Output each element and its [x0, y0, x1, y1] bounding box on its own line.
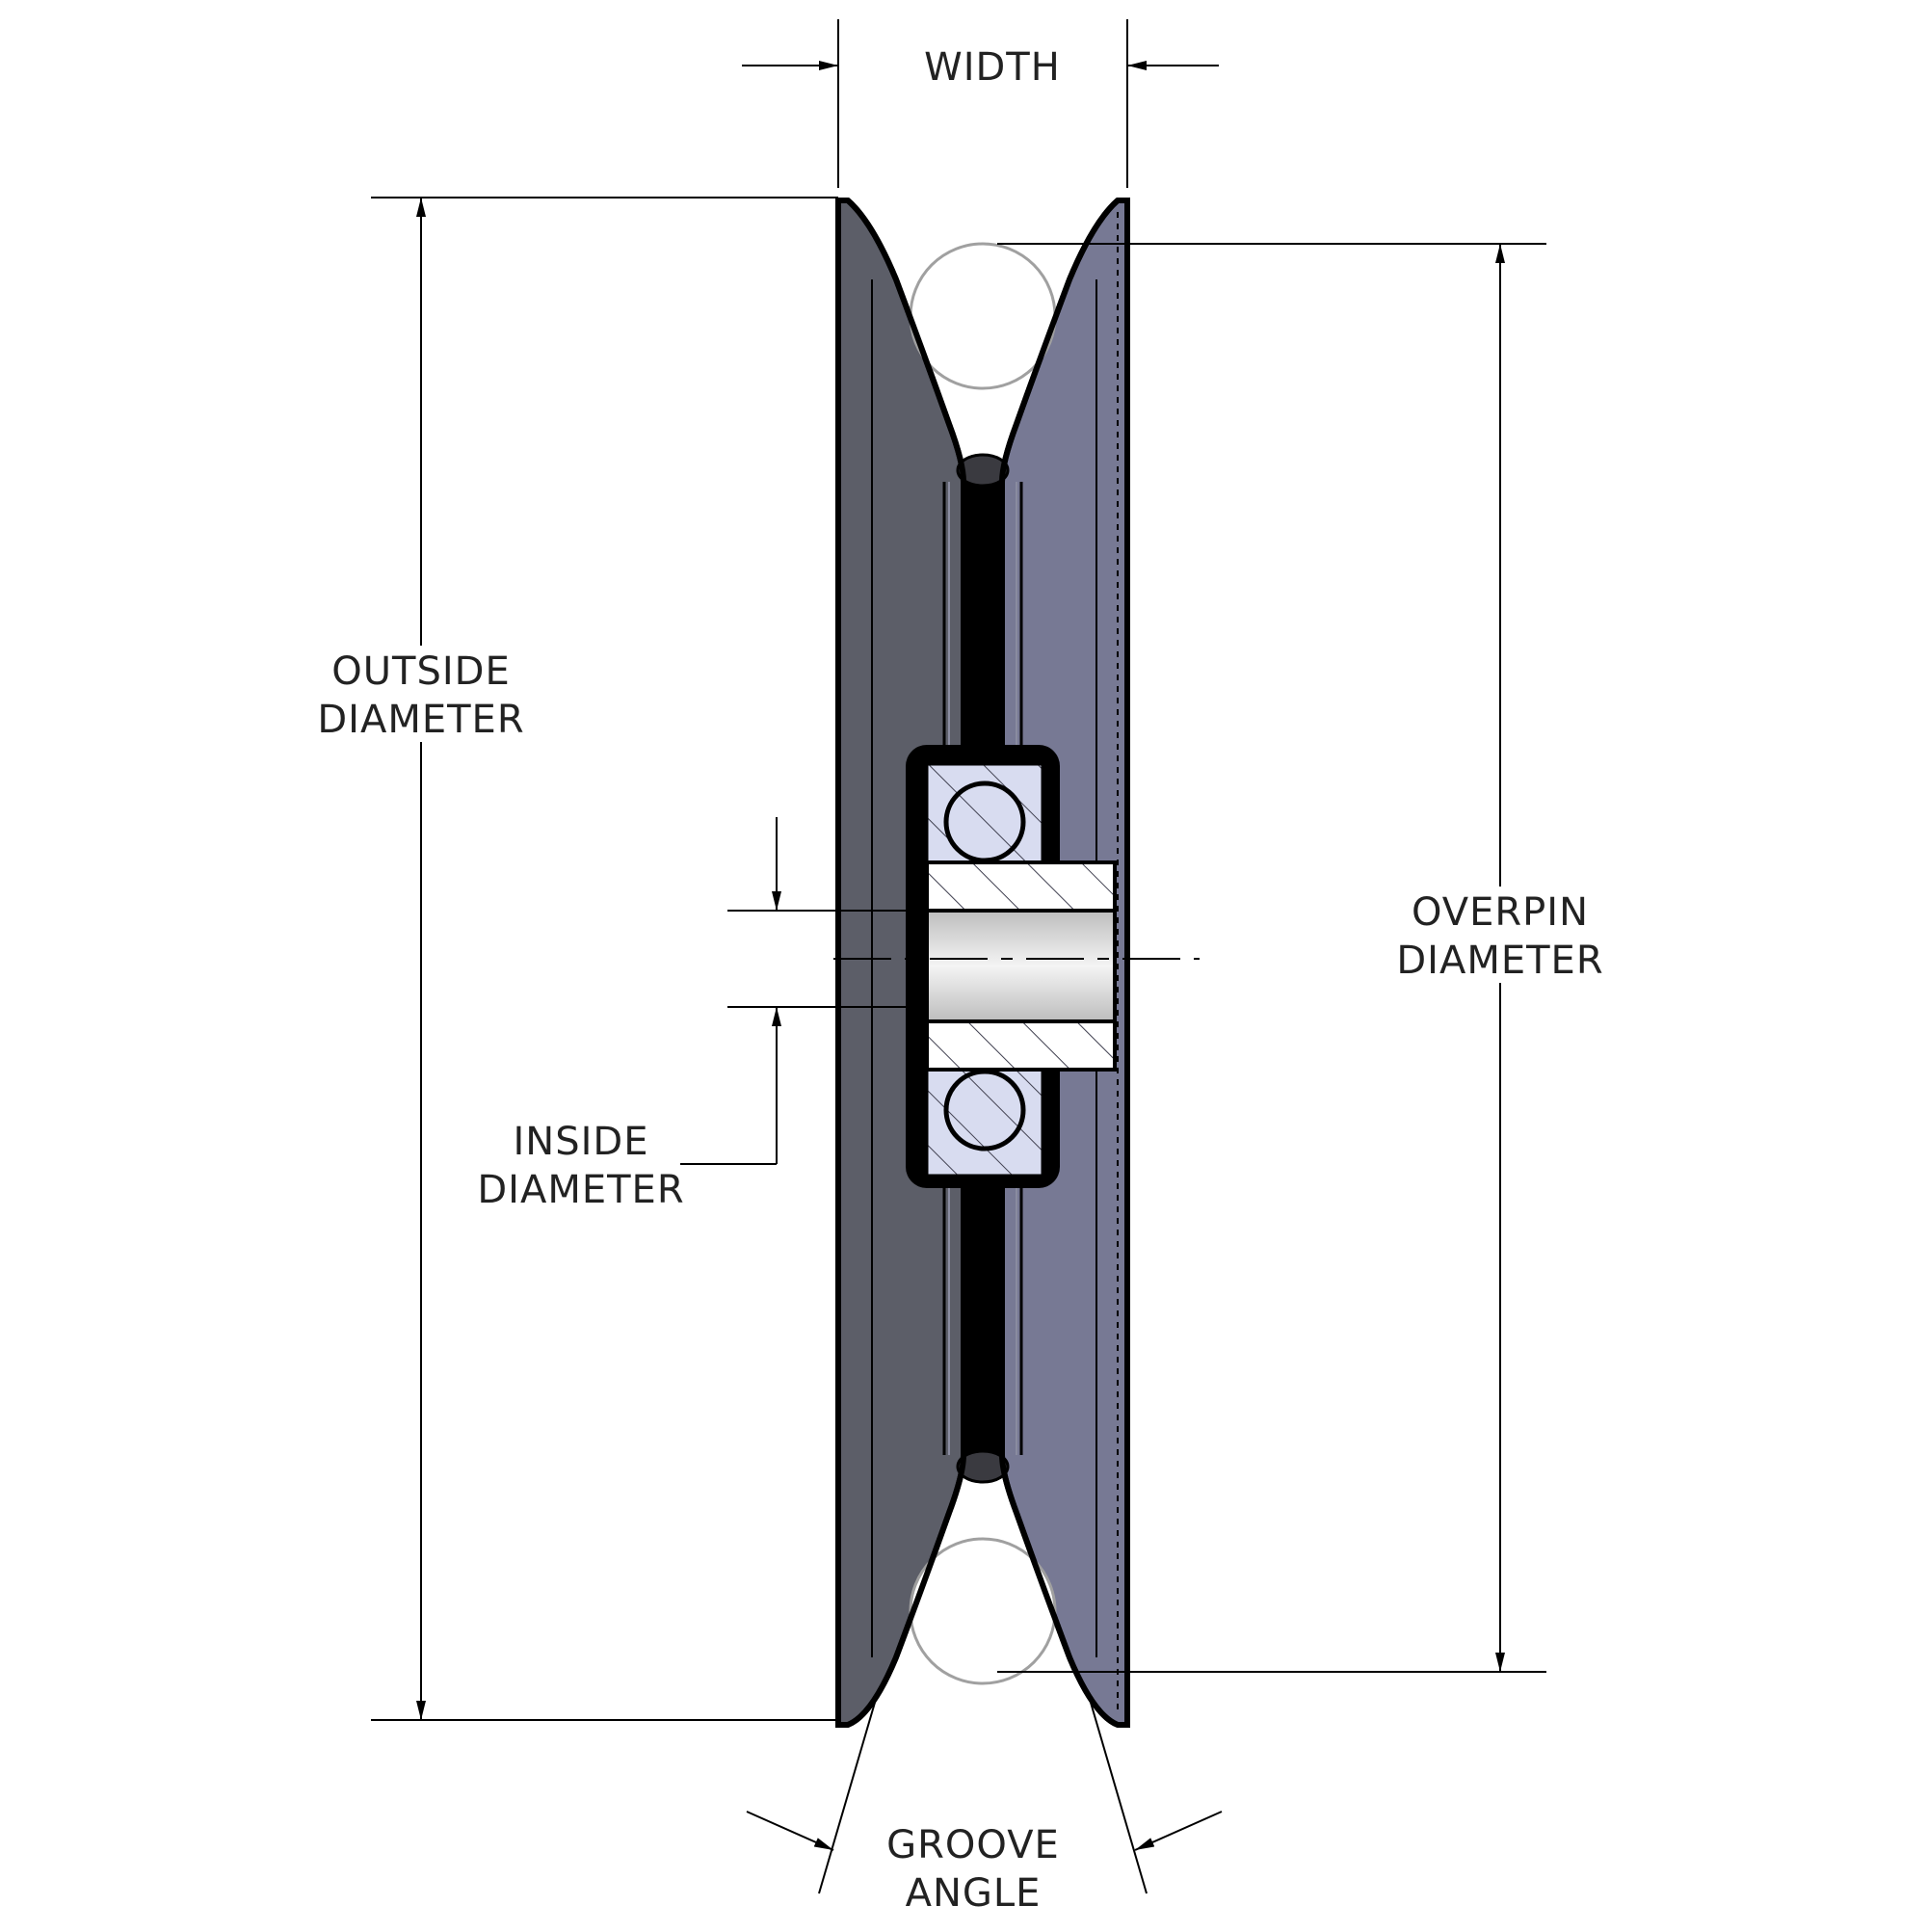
upper-bearing-ball	[943, 781, 1026, 863]
bearing-assembly	[906, 745, 1117, 1188]
width-label: WIDTH	[924, 45, 1061, 90]
overpin-pins	[845, 198, 1121, 1728]
bore	[925, 909, 1117, 1023]
groove-angle-label: GROOVE ANGLE	[886, 1823, 1060, 1916]
outside-diameter-label: OUTSIDE DIAMETER	[317, 649, 525, 742]
overpin-diameter-label: OVERPIN DIAMETER	[1396, 890, 1604, 983]
lower-bearing-ball	[943, 1069, 1026, 1151]
upper-pin	[909, 242, 1057, 390]
groove-extension-right	[1088, 1695, 1148, 1894]
groove-extension-left	[818, 1695, 878, 1894]
inside-diameter-label: INSIDE DIAMETER	[477, 1120, 685, 1212]
groove-arrow-right	[1134, 1811, 1223, 1851]
groove-arrow-left	[746, 1811, 834, 1851]
dimension-lines	[371, 19, 1546, 1894]
